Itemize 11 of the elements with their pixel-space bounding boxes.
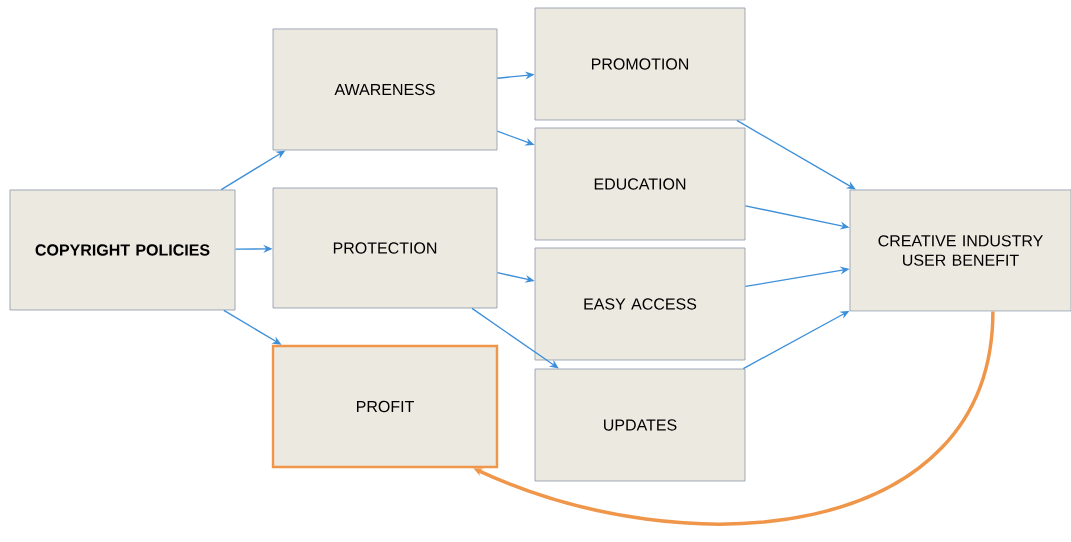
process-box: PROMOTION <box>534 7 746 121</box>
process-box: PROTECTION <box>272 187 498 309</box>
process-box: UPDATES <box>534 368 746 482</box>
arrow <box>736 119 856 190</box>
process-box: CREATIVE INDUSTRY USER BENEFIT <box>849 189 1071 312</box>
process-box: AWARENESS <box>272 28 498 151</box>
process-box: COPYRIGHT POLICIES <box>9 189 236 311</box>
arrow <box>471 307 559 369</box>
process-box: PROFIT <box>271 344 499 469</box>
process-box: EDUCATION <box>534 127 746 241</box>
process-box: EASY ACCESS <box>534 247 746 361</box>
